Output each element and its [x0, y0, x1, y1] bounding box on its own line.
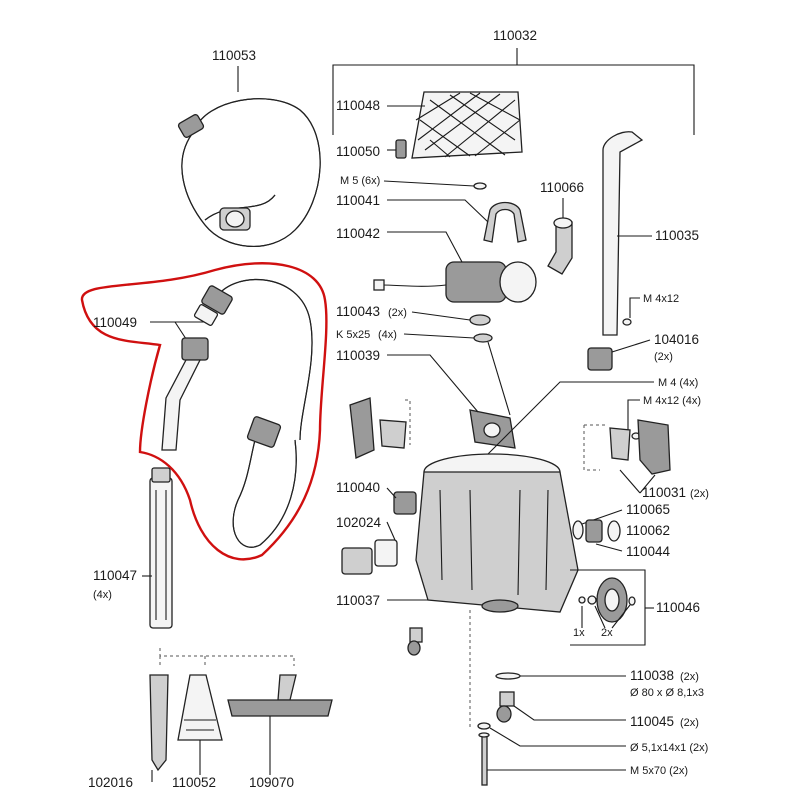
label-1x: 1x — [573, 627, 585, 639]
part-110042-motor[interactable]: 110042 — [336, 226, 537, 303]
label-k5x25-qty: (4x) — [378, 329, 397, 341]
part-110046-wheel[interactable]: 110046 1x 2x — [570, 569, 700, 646]
label-110032: 110032 — [493, 28, 537, 43]
label-110037: 110037 — [336, 593, 380, 608]
label-110038-qty: (2x) — [680, 671, 699, 683]
nozzle-group — [159, 648, 295, 666]
part-110065-seal[interactable]: 110065 — [572, 502, 670, 540]
label-110038-spec: Ø 80 x Ø 8,1x3 — [630, 687, 704, 699]
part-110045-caster[interactable]: 110045 (2x) — [496, 691, 699, 729]
label-110031: 110031 — [642, 485, 686, 500]
part-110041-motor-bracket[interactable]: 110041 — [336, 193, 527, 243]
part-102016-crevice-nozzle[interactable]: 102016 — [88, 674, 169, 790]
part-front-caster[interactable] — [407, 627, 423, 656]
part-110050-clip[interactable]: 110050 — [336, 139, 407, 159]
part-110062-inlet[interactable]: 110062 — [585, 519, 670, 543]
part-109070-floor-nozzle[interactable]: 109070 — [227, 674, 333, 790]
part-110038-disc[interactable]: 110038 (2x) Ø 80 x Ø 8,1x3 — [495, 668, 704, 699]
label-110039: 110039 — [336, 348, 380, 363]
part-washer[interactable]: Ø 5,1x14x1 (2x) — [477, 722, 708, 754]
label-m4x12-b: M 4x12 (4x) — [643, 395, 701, 407]
label-110048: 110048 — [336, 98, 380, 113]
part-110031-latch[interactable]: 110031 (2x) — [583, 419, 709, 500]
label-m4: M 4 (4x) — [658, 377, 698, 389]
label-110035: 110035 — [655, 228, 699, 243]
part-104016-handle-clip[interactable]: 104016 (2x) — [587, 332, 699, 371]
label-110031-qty: (2x) — [690, 488, 709, 500]
label-110044: 110044 — [626, 544, 671, 559]
label-102024: 102024 — [336, 515, 382, 530]
part-110037-tank[interactable]: 110037 — [336, 453, 579, 613]
label-110043: 110043 — [336, 304, 380, 319]
label-110041: 110041 — [336, 193, 380, 208]
part-102024-switch[interactable]: 102024 — [336, 515, 398, 575]
highlight-outline — [80, 262, 328, 561]
part-110043-damper[interactable]: 110043 (2x) — [336, 304, 493, 343]
part-110044-nut[interactable]: 110044 — [595, 543, 671, 559]
label-2x: 2x — [601, 627, 613, 639]
label-110047: 110047 — [93, 568, 137, 583]
label-110049: 110049 — [93, 315, 137, 330]
label-m4x12-a: M 4x12 — [643, 293, 679, 305]
label-m5x70: M 5x70 (2x) — [630, 765, 688, 777]
label-104016: 104016 — [654, 332, 699, 347]
label-110040: 110040 — [336, 480, 380, 495]
part-110047-extension-tube[interactable]: 110047 (4x) — [93, 467, 173, 629]
group-bracket-110032: 110032 — [332, 28, 695, 135]
part-110048-filter-bag[interactable]: 110048 — [336, 91, 523, 159]
part-m5x70-bolt[interactable]: M 5x70 (2x) — [478, 732, 688, 786]
part-110040-socket[interactable]: 110040 — [336, 480, 417, 515]
part-left-latch[interactable] — [349, 397, 411, 459]
part-k5x25-screw[interactable]: K 5x25 (4x) — [336, 329, 511, 416]
label-110047-qty: (4x) — [93, 589, 112, 601]
label-110050: 110050 — [336, 144, 380, 159]
part-m4-nut[interactable]: M 4 (4x) — [469, 377, 698, 473]
label-110042: 110042 — [336, 226, 380, 241]
part-110066-elbow[interactable]: 110066 — [540, 180, 584, 275]
label-110066: 110066 — [540, 180, 584, 195]
label-102016: 102016 — [88, 775, 133, 790]
part-m4x12-screw-a[interactable]: M 4x12 — [622, 293, 679, 326]
label-104016-qty: (2x) — [654, 351, 673, 363]
label-110065: 110065 — [626, 502, 670, 517]
label-110045-qty: (2x) — [680, 717, 699, 729]
label-110052: 110052 — [172, 775, 216, 790]
label-110053: 110053 — [212, 48, 256, 63]
label-110038: 110038 — [630, 668, 674, 683]
label-109070: 109070 — [249, 775, 294, 790]
label-m5: M 5 (6x) — [340, 175, 380, 187]
label-k5x25: K 5x25 — [336, 329, 370, 341]
part-110035-handle[interactable]: 110035 — [602, 131, 699, 336]
label-110043-qty: (2x) — [388, 307, 407, 319]
label-110046: 110046 — [656, 600, 700, 615]
part-110049-suction-hose[interactable]: 110049 — [80, 262, 328, 561]
label-110062: 110062 — [626, 523, 670, 538]
label-washer: Ø 5,1x14x1 (2x) — [630, 742, 708, 754]
part-m4x12-screws-b[interactable]: M 4x12 (4x) — [627, 395, 701, 440]
part-110052-upholstery-nozzle[interactable]: 110052 — [172, 674, 223, 790]
label-110045: 110045 — [630, 714, 674, 729]
part-m5-screw[interactable]: M 5 (6x) — [340, 175, 487, 190]
part-110053-hose-coil[interactable]: 110053 — [177, 48, 321, 248]
